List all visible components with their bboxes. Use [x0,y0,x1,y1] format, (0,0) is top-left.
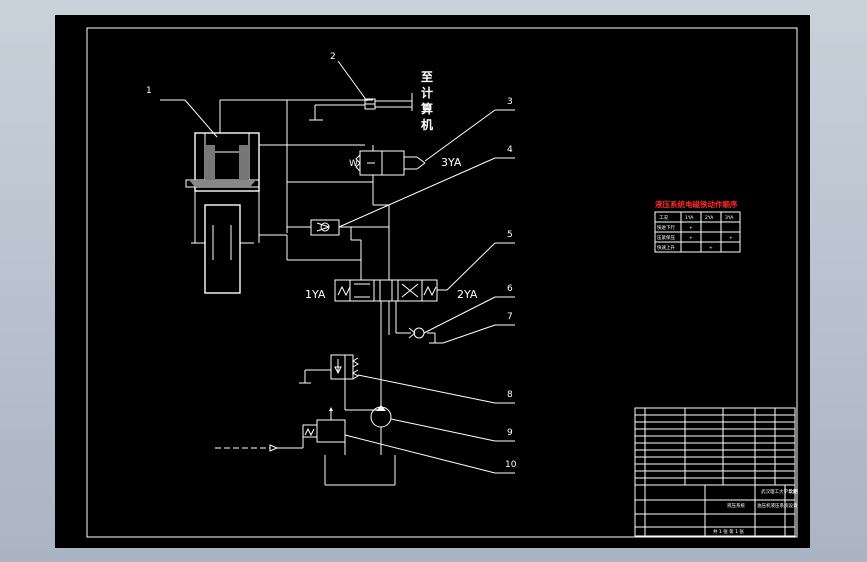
title-school: 武汉理工大学华夏 [761,488,797,495]
label-9: 9 [507,428,513,438]
solenoid-sequence-table: 液压系统电磁铁动作顺序 工况 1YA 2YA 3YA 快进下行 + 压紧保压 +… [654,199,741,253]
label-8: 8 [507,390,513,400]
to-computer-4: 机 [421,117,433,132]
relief-valve [299,354,359,384]
label-1: 1 [146,86,152,96]
leader-lines [160,60,515,474]
solenoid-valve-3ya [355,150,426,176]
to-computer-2: 计 [421,85,433,100]
pipelines [215,99,436,486]
sequence-table-title: 液压系统电磁铁动作顺序 [655,199,738,209]
seq-row-1-col-1: + [689,235,693,241]
seq-header-1: 1YA [685,215,694,221]
solenoid-relief-valve [302,407,346,443]
seq-header-0: 工况 [659,215,668,221]
drawing-sheet: 1 2 3 4 5 6 7 8 9 10 1YA 2YA 3YA W 至 计 算… [55,15,810,548]
title-sheets: 共 1 张 第 1 张 [713,528,744,535]
label-2: 2 [330,52,336,62]
check-valve [408,327,443,344]
solenoid-2ya: 2YA [457,288,478,301]
to-computer-1: 至 [421,70,433,84]
spring-w: W [349,159,358,169]
seq-row-0-col-1: + [689,225,693,231]
title-drawing: 液压系统 [727,502,745,509]
seq-row-1-col-3: + [729,235,733,241]
label-7: 7 [507,312,513,322]
pump [370,405,392,428]
seq-row-2-col-0: 快速上升 [657,244,675,251]
seq-row-1-col-0: 压紧保压 [657,234,675,241]
hydraulic-schematic: 1 2 3 4 5 6 7 8 9 10 1YA 2YA 3YA W 至 计 算… [86,27,798,538]
label-4: 4 [507,145,513,155]
directional-valve [334,279,447,302]
label-10: 10 [505,460,517,470]
seq-row-2-col-2: + [709,245,713,251]
pressure-switch [309,93,413,121]
solenoid-1ya: 1YA [305,288,326,301]
hydraulic-cylinder [185,132,260,294]
drawing-frame [86,27,798,538]
label-5: 5 [507,230,513,240]
title-block: 武汉理工大学华夏 油压机液压系统设计 液压系统 共 1 张 第 1 张 比例 [634,407,798,537]
pilot-check-valve [310,219,340,236]
to-computer-3: 算 [421,101,433,116]
title-scale: 比例 [789,488,798,495]
title-project: 油压机液压系统设计 [757,502,798,509]
label-3: 3 [507,97,513,107]
seq-row-0-col-0: 快进下行 [657,224,675,231]
label-6: 6 [507,284,513,294]
seq-header-2: 2YA [705,215,714,221]
seq-header-3: 3YA [725,215,734,221]
solenoid-3ya: 3YA [441,156,462,169]
